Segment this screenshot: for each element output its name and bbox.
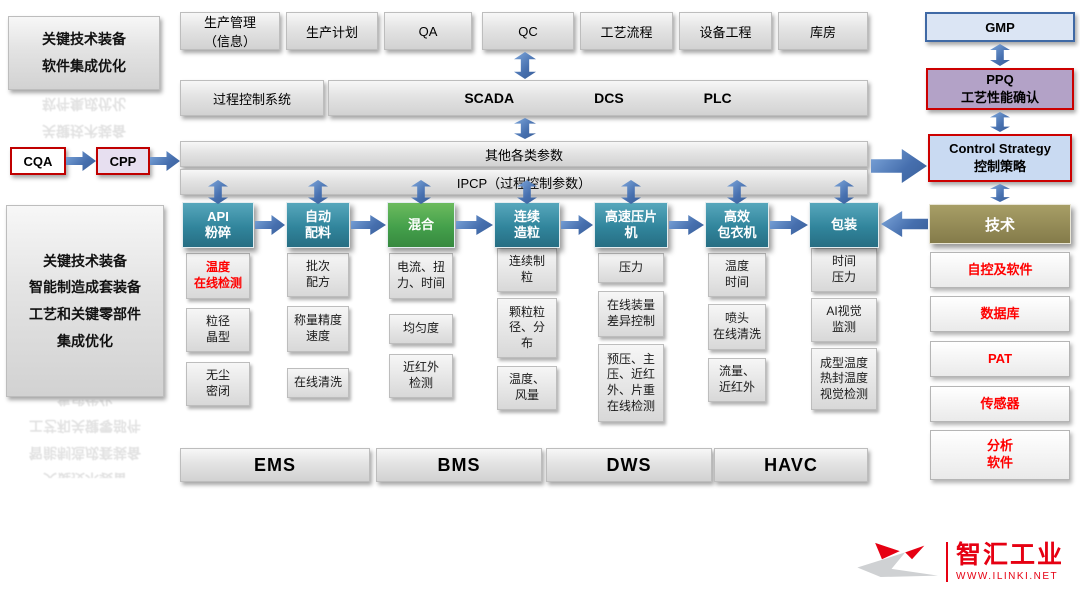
arrow-col2-col3-icon — [351, 215, 386, 235]
column-item: 颗粒粒 径、分 布 — [497, 298, 557, 358]
column-header-coating-machine: 高效 包衣机 — [705, 202, 769, 248]
gmp-box: GMP — [925, 12, 1075, 42]
arrow-ipcp-col5-icon — [621, 180, 641, 204]
scada-dcs-plc-box: SCADA DCS PLC — [328, 80, 868, 116]
arrow-cqa-to-cpp-icon — [66, 151, 96, 171]
arrow-ipcp-col1-icon — [208, 180, 228, 204]
arrow-tech-to-packaging-icon — [881, 211, 928, 237]
column-item: 温度 在线检测 — [186, 253, 250, 299]
column-item: 温度、 风量 — [497, 366, 557, 410]
brand-logo-text: 智汇工业 WWW.ILINKI.NET — [946, 540, 1065, 583]
column-header-mixing: 混合 — [387, 202, 455, 248]
column-item: 预压、主 压、近红 外、片重 在线检测 — [598, 344, 664, 422]
arrow-ipcp-col2-icon — [308, 180, 328, 204]
top-row-warehouse: 库房 — [778, 12, 868, 50]
arrow-strategy-tech-icon — [990, 184, 1010, 202]
system-label-scada: SCADA — [464, 90, 515, 106]
brand-logo: 智汇工业 WWW.ILINKI.NET — [856, 533, 1076, 591]
column-item: 时间 压力 — [811, 248, 877, 292]
arrow-col5-col6-icon — [669, 215, 704, 235]
system-label-plc: PLC — [703, 90, 732, 106]
column-item: 批次 配方 — [287, 253, 349, 297]
column-item: 粒径 晶型 — [186, 308, 250, 352]
column-header-tablet-press: 高速压片 机 — [594, 202, 668, 248]
arrow-gmp-ppq-icon — [990, 44, 1010, 66]
column-item: 流量、 近红外 — [708, 358, 766, 402]
column-item: 压力 — [598, 253, 664, 283]
tech-item-analysis-software: 分析 软件 — [930, 430, 1070, 480]
column-header-packaging: 包装 — [809, 202, 879, 248]
column-header-api-crushing: API 粉碎 — [182, 202, 254, 248]
column-item: 喷头 在线清洗 — [708, 304, 766, 350]
tech-item-automation-software: 自控及软件 — [930, 252, 1070, 288]
arrow-ipcp-col4-icon — [517, 180, 537, 204]
column-item: 成型温度 热封温度 视觉检测 — [811, 348, 877, 410]
column-item: 近红外 检测 — [389, 354, 453, 398]
column-item: 在线装量 差异控制 — [598, 291, 664, 337]
column-item: 称量精度 速度 — [287, 306, 349, 352]
top-row-qa: QA — [384, 12, 472, 50]
left-note-smart-manufacturing: 关键技术装备 智能制造成套装备 工艺和关键零部件 集成优化 — [6, 205, 164, 397]
top-row-qc: QC — [482, 12, 574, 50]
column-item: 温度 时间 — [708, 253, 766, 297]
top-row-process-flow: 工艺流程 — [580, 12, 673, 50]
bottom-system-dws: DWS — [546, 448, 712, 482]
other-parameters-band: 其他各类参数 — [180, 141, 868, 167]
column-item: 电流、扭 力、时间 — [389, 253, 453, 299]
brand-url: WWW.ILINKI.NET — [956, 571, 1059, 583]
arrow-ppq-strategy-icon — [990, 112, 1010, 132]
tech-item-database: 数据库 — [930, 296, 1070, 332]
cqa-box: CQA — [10, 147, 66, 175]
column-item: AI视觉 监测 — [811, 298, 877, 342]
process-control-system-box: 过程控制系统 — [180, 80, 324, 116]
top-row-equipment-engineering: 设备工程 — [679, 12, 772, 50]
arrow-cpp-to-ipcp-icon — [150, 151, 180, 171]
arrow-ipcp-col7-icon — [834, 180, 854, 204]
tech-item-pat: PAT — [930, 341, 1070, 377]
column-header-continuous-granulation: 连续 造粒 — [494, 202, 560, 248]
brand-name: 智汇工业 — [956, 540, 1065, 569]
arrow-ipcp-col6-icon — [727, 180, 747, 204]
top-row-production-plan: 生产计划 — [286, 12, 378, 50]
column-item: 均匀度 — [389, 314, 453, 344]
arrow-qc-to-control-icon — [514, 52, 536, 79]
arrow-control-to-params-icon — [514, 118, 536, 139]
left-note-software-integration: 关键技术装备 软件集成优化 — [8, 16, 160, 90]
column-item: 无尘 密闭 — [186, 362, 250, 406]
cpp-box: CPP — [96, 147, 150, 175]
column-item: 连续制 粒 — [497, 248, 557, 292]
control-strategy-box: Control Strategy 控制策略 — [928, 134, 1072, 182]
left-note-bottom-reflection: 关键技术装备 智能制造成套装备 工艺和关键零部件 集成优化 — [29, 400, 141, 478]
arrow-col6-col7-icon — [770, 215, 808, 235]
arrow-band-to-control-strategy-icon — [871, 149, 927, 183]
left-note-top-reflection: 关键技术装备 软件集成优化 — [42, 96, 126, 139]
ppq-box: PPQ 工艺性能确认 — [926, 68, 1074, 110]
tech-item-sensor: 传感器 — [930, 386, 1070, 422]
arrow-col4-col5-icon — [561, 215, 593, 235]
arrow-ipcp-col3-icon — [411, 180, 431, 204]
top-row-production-management: 生产管理 （信息） — [180, 12, 280, 50]
column-item: 在线清洗 — [287, 368, 349, 398]
bottom-system-bms: BMS — [376, 448, 542, 482]
bottom-system-ems: EMS — [180, 448, 370, 482]
system-label-dcs: DCS — [594, 90, 624, 106]
column-header-auto-dosing: 自动 配料 — [286, 202, 350, 248]
arrow-col3-col4-icon — [456, 215, 493, 235]
bottom-system-havc: HAVC — [714, 448, 868, 482]
arrow-col1-col2-icon — [255, 215, 285, 235]
brand-logo-bird-icon — [857, 542, 938, 578]
tech-box: 技术 — [929, 204, 1071, 244]
